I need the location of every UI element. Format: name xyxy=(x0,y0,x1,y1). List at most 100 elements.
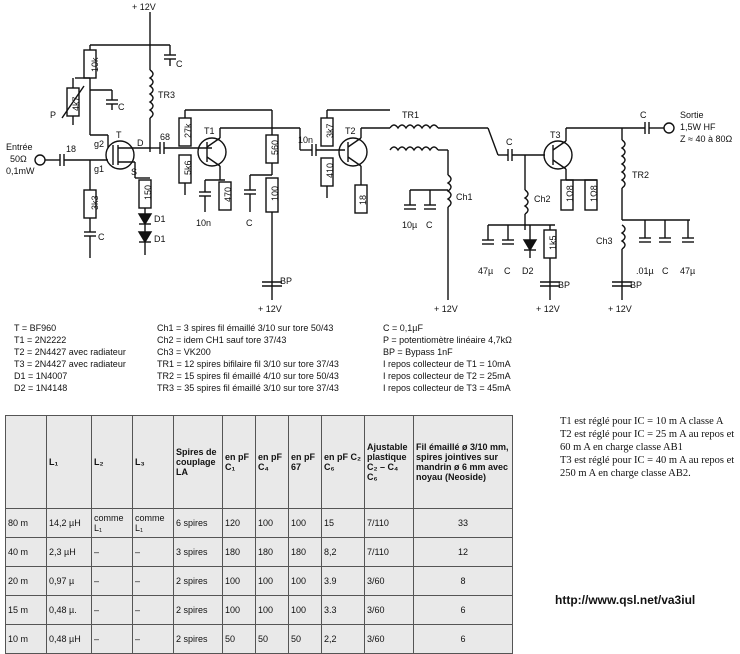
parts-list-misc: C = 0,1µF P = potentiomètre linéaire 4,7… xyxy=(383,322,512,394)
label-tr1: TR1 xyxy=(402,110,419,120)
label-r10k: 10k xyxy=(90,57,100,72)
label-c01u: .01µ xyxy=(636,266,654,276)
label-c68: 68 xyxy=(160,132,170,142)
parts-line: T2 = 2N4427 avec radiateur xyxy=(14,347,126,357)
label-c10n-a: 10n xyxy=(196,218,211,228)
table-cell: 0,48 µ. xyxy=(46,595,92,625)
table-cell: 3.9 xyxy=(321,566,365,596)
table-cell: 15 xyxy=(321,508,365,538)
table-row: 10 m 0,48 µH – – 2 spires 50 50 50 2,2 3… xyxy=(5,624,513,654)
label-r150: 150 xyxy=(143,185,153,200)
table-header xyxy=(5,415,47,509)
table-cell: 80 m xyxy=(5,508,47,538)
label-r1o8a: 1Ω8 xyxy=(565,185,575,202)
table-cell: 2 spires xyxy=(173,566,223,596)
table-cell: 14,2 µH xyxy=(46,508,92,538)
label-bp1: BP xyxy=(280,276,292,286)
parts-line: T3 = 2N4427 avec radiateur xyxy=(14,359,126,369)
table-row: 15 m 0,48 µ. – – 2 spires 100 100 100 3.… xyxy=(5,595,513,625)
label-tr3: TR3 xyxy=(158,90,175,100)
table-cell: 0,48 µH xyxy=(46,624,92,654)
label-d: D xyxy=(137,138,144,148)
table-cell: – xyxy=(132,624,174,654)
label-ch3: Ch3 xyxy=(596,236,613,246)
label-v12-3: + 12V xyxy=(536,304,560,314)
label-c-a: C xyxy=(504,266,511,276)
supply-top-label: + 12V xyxy=(132,2,156,12)
table-header: en pF 67 xyxy=(288,415,322,509)
table-cell: 3/60 xyxy=(364,595,414,625)
label-d2: D2 xyxy=(522,266,534,276)
amplifier-schematic: + 12V Entrée 50Ω 0,1mW Sortie 1,5W HF Z … xyxy=(6,2,732,314)
parts-line: I repos collecteur de T3 = 45mA xyxy=(383,383,511,393)
table-cell: 180 xyxy=(222,537,256,567)
table-cell: 15 m xyxy=(5,595,47,625)
label-c-out: C xyxy=(640,110,647,120)
table-cell: 7/110 xyxy=(364,537,414,567)
label-c-src: C xyxy=(98,232,105,242)
label-ch2: Ch2 xyxy=(534,194,551,204)
parts-line: I repos collecteur de T1 = 10mA xyxy=(383,359,511,369)
label-r27k: 27k xyxy=(183,123,193,138)
label-r1k5: 1k5 xyxy=(548,235,558,250)
table-cell: 6 xyxy=(413,624,513,654)
table-cell: 50 xyxy=(222,624,256,654)
table-cell: 10 m xyxy=(5,624,47,654)
label-r1o8b: 1Ω8 xyxy=(589,185,599,202)
table-cell: – xyxy=(91,537,133,567)
parts-line: TR2 = 15 spires fil émaillé 4/10 sur tor… xyxy=(157,371,339,381)
table-cell: 12 xyxy=(413,537,513,567)
table-cell: – xyxy=(132,595,174,625)
label-c-b: C xyxy=(662,266,669,276)
table-header: L₁ xyxy=(46,415,92,509)
input-impedance: 50Ω xyxy=(10,154,27,164)
table-cell: 8,2 xyxy=(321,537,365,567)
parts-line: D1 = 1N4007 xyxy=(14,371,68,381)
table-cell: 100 xyxy=(288,566,322,596)
parts-line: T = BF960 xyxy=(14,323,57,333)
input-label: Entrée xyxy=(6,142,33,152)
table-header: Ajustable plastique C₂ – C₄ C₆ xyxy=(364,415,414,509)
parts-line: BP = Bypass 1nF xyxy=(383,347,453,357)
table-cell: 50 xyxy=(288,624,322,654)
table-cell: 33 xyxy=(413,508,513,538)
label-g2: g2 xyxy=(94,139,104,149)
table-cell: 2 spires xyxy=(173,624,223,654)
label-c10u: 10µ xyxy=(402,220,417,230)
table-cell: 100 xyxy=(255,566,289,596)
table-cell: 100 xyxy=(255,508,289,538)
parts-line: I repos collecteur de T2 = 25mA xyxy=(383,371,511,381)
table-cell: 100 xyxy=(255,595,289,625)
table-row: 80 m 14,2 µH comme L₁ comme L₁ 6 spires … xyxy=(5,508,513,538)
table-cell: comme L₁ xyxy=(132,508,174,538)
table-cell: – xyxy=(91,624,133,654)
input-power: 0,1mW xyxy=(6,166,35,176)
label-c-series: C xyxy=(506,137,513,147)
label-r3k3: 3k3 xyxy=(90,195,100,210)
label-ch1: Ch1 xyxy=(456,192,473,202)
table-cell: 0,97 µ xyxy=(46,566,92,596)
table-cell: 100 xyxy=(288,595,322,625)
table-cell: 100 xyxy=(222,566,256,596)
source-url: http://www.qsl.net/va3iul xyxy=(555,593,696,607)
parts-line: Ch1 = 3 spires fil émaillé 3/10 sur tore… xyxy=(157,323,334,333)
table-cell: 6 spires xyxy=(173,508,223,538)
parts-list-coils: Ch1 = 3 spires fil émaillé 3/10 sur tore… xyxy=(157,322,339,394)
label-tr2: TR2 xyxy=(632,170,649,180)
label-r560: 560 xyxy=(270,140,280,155)
table-cell: 20 m xyxy=(5,566,47,596)
table-cell: 120 xyxy=(222,508,256,538)
label-c-t2: C xyxy=(426,220,433,230)
table-cell: 100 xyxy=(288,508,322,538)
table-header: en pF C₄ xyxy=(255,415,289,509)
table-cell: comme L₁ xyxy=(91,508,133,538)
table-cell: – xyxy=(132,537,174,567)
label-c47u-a: 47µ xyxy=(478,266,493,276)
parts-line: D2 = 1N4148 xyxy=(14,383,68,393)
label-bp3: BP xyxy=(630,280,642,290)
label-r470: 470 xyxy=(223,187,233,202)
table-cell: 3/60 xyxy=(364,624,414,654)
label-bp2: BP xyxy=(558,280,570,290)
coil-data-table: L₁ L₂ L₃ Spires de couplage LA en pF C₁ … xyxy=(5,415,513,654)
table-header: Fil émaillé ø 3/10 mm, spires jointives … xyxy=(413,415,513,509)
